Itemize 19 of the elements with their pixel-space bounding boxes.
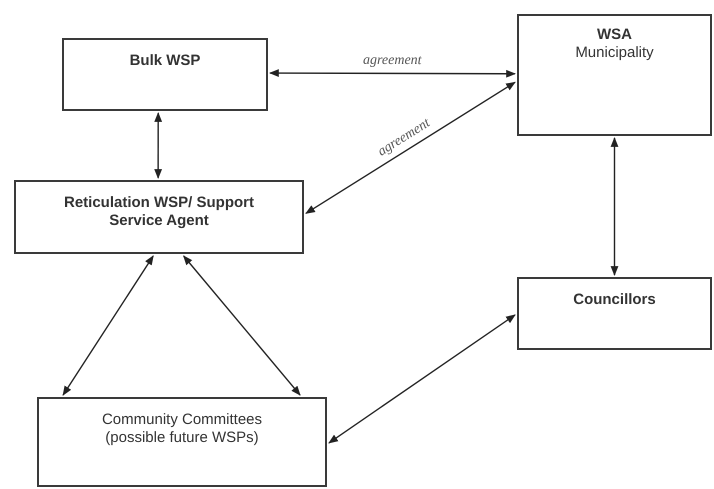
box (37, 397, 327, 487)
edge-label: agreement (361, 53, 424, 70)
box (14, 180, 304, 254)
node-label: WSA (596, 26, 633, 44)
double-arrow (154, 112, 162, 179)
box (517, 277, 712, 350)
double-arrow (269, 69, 516, 78)
double-arrow (610, 137, 618, 276)
node-label: Reticulation WSP/ Support Service Agent (63, 194, 255, 230)
box (517, 14, 712, 136)
box (62, 38, 268, 111)
double-arrow (183, 255, 301, 396)
double-arrow (305, 82, 516, 214)
double-arrow (328, 314, 516, 444)
node-label: Community Committees (possible future WSPs) (100, 411, 264, 447)
double-arrow (62, 255, 154, 396)
node-label: Councillors (572, 291, 657, 309)
node-label: Bulk WSP (128, 52, 202, 70)
node-label: Municipality (574, 44, 655, 62)
